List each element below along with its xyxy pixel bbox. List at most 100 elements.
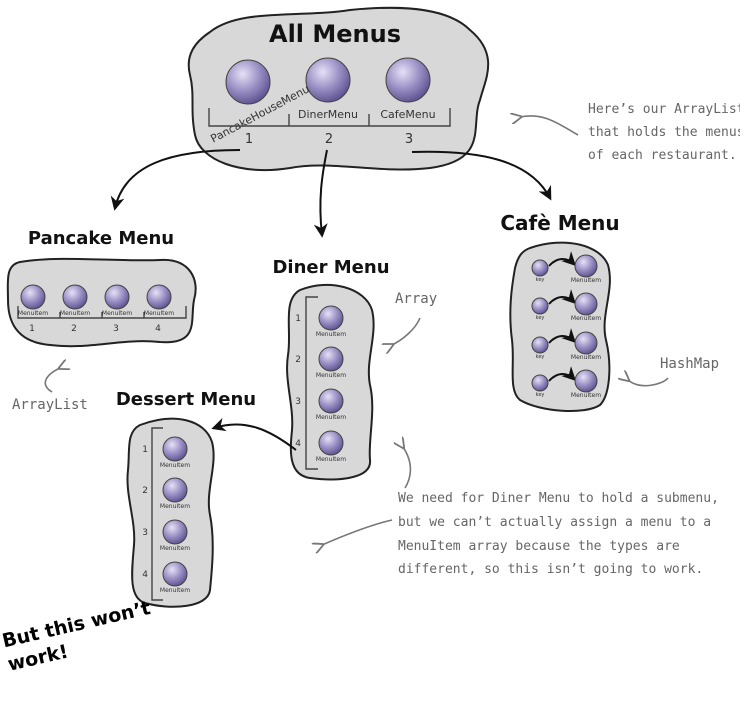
menu-item-label: MenuItem <box>316 372 346 379</box>
all-menus-item-label: DinerMenu <box>298 108 358 121</box>
menu-item-label: MenuItem <box>60 310 90 317</box>
all-menus-title: All Menus <box>269 20 401 48</box>
cafe-menu-bubble <box>385 57 431 103</box>
problem-note: We need for Diner Menu to hold a submenu… <box>322 447 719 577</box>
dessert-array-bracket <box>151 427 163 601</box>
menu-item-label: MenuItem <box>160 587 190 594</box>
dessert-menu-group: Dessert Menu MenuItem1MenuItem2MenuItem3… <box>116 389 256 608</box>
dessert-index: 4 <box>142 570 148 580</box>
all-menus-index: 2 <box>325 132 333 147</box>
menu-item-label: MenuItem <box>102 310 132 317</box>
menu-item-bubble <box>62 284 88 310</box>
diner-index: 3 <box>295 397 301 407</box>
menu-item-bubble <box>318 388 344 414</box>
hashmap-entry-arrow <box>548 328 576 344</box>
menu-item-bubble <box>162 519 188 545</box>
arraylist-note: Here’s our ArrayList that holds the menu… <box>520 102 740 163</box>
pancake-menu-blob <box>6 257 197 348</box>
arraylist-note-line: of each restaurant. <box>588 148 737 163</box>
menu-item-label: MenuItem <box>316 414 346 421</box>
menu-item-label: MenuItem <box>571 315 601 322</box>
pancake-index: 1 <box>29 324 35 334</box>
hashmap-key-label: key <box>536 392 545 398</box>
pancake-menu-group: Pancake Menu MenuItem 1 MenuItem 2 MenuItem 3… <box>6 228 197 348</box>
problem-note-arrow-left <box>322 519 393 545</box>
cafe-menu-title: Cafè Menu <box>500 211 619 235</box>
all-menus-group: All Menus PancakeHouseMenu DinerMenu Caf… <box>187 6 490 172</box>
arrow-to-pancake-menu <box>110 149 241 211</box>
arraylist-note-line: Here’s our ArrayList <box>588 102 740 117</box>
menu-item-label: MenuItem <box>571 354 601 361</box>
menu-item-label: MenuItem <box>160 503 190 510</box>
menu-item-bubble <box>162 477 188 503</box>
menu-item-bubble <box>531 259 549 277</box>
hashmap-key-label: key <box>536 277 545 283</box>
pancake-index: 2 <box>71 324 77 334</box>
pancake-index: 4 <box>155 324 161 334</box>
pancake-array-bracket <box>17 306 187 319</box>
menu-item-bubble <box>146 284 172 310</box>
arraylist-label: ArrayList <box>12 397 88 413</box>
diner-index: 4 <box>295 439 301 449</box>
diner-menu-bubble <box>305 57 351 103</box>
pancake-index: 3 <box>113 324 119 334</box>
problem-note-line: but we can’t actually assign a menu to a <box>398 515 711 530</box>
dessert-menu-title: Dessert Menu <box>116 389 256 410</box>
menu-item-bubble <box>531 336 549 354</box>
array-label-arrow <box>392 317 421 345</box>
hashmap-key-label: key <box>536 315 545 321</box>
diner-index: 1 <box>295 314 301 324</box>
menu-item-bubble <box>104 284 130 310</box>
arraylist-note-arrow <box>520 116 579 136</box>
pancake-menu-title: Pancake Menu <box>28 228 174 249</box>
menu-item-bubble <box>574 369 598 393</box>
hashmap-entry-arrow <box>548 366 576 382</box>
pancake-house-menu-bubble <box>225 59 271 105</box>
menu-item-bubble <box>318 346 344 372</box>
dessert-index: 2 <box>142 486 148 496</box>
diner-menu-title: Diner Menu <box>272 257 389 278</box>
menu-item-label: MenuItem <box>160 545 190 552</box>
dessert-index: 1 <box>142 445 148 455</box>
hashmap-label-arrow <box>628 378 669 387</box>
menu-item-label: MenuItem <box>144 310 174 317</box>
arrow-to-diner-menu <box>313 149 328 238</box>
menu-item-label: MenuItem <box>571 392 601 399</box>
menu-item-bubble <box>531 374 549 392</box>
menu-item-label: MenuItem <box>160 462 190 469</box>
all-menus-index: 3 <box>405 132 413 147</box>
arrow-to-cafe-menu <box>411 150 552 201</box>
problem-note-line: MenuItem array because the types are <box>398 539 680 554</box>
menu-item-label: MenuItem <box>18 310 48 317</box>
all-menus-array-bracket <box>208 108 451 127</box>
diner-array-bracket <box>305 296 318 470</box>
menu-item-bubble <box>531 297 549 315</box>
menu-item-bubble <box>318 305 344 331</box>
arraylist-label-arrow <box>44 368 60 393</box>
hashmap-label: HashMap <box>660 356 719 372</box>
menu-item-bubble <box>574 254 598 278</box>
problem-note-line: different, so this isn’t going to work. <box>398 562 703 577</box>
menu-item-bubble <box>20 284 46 310</box>
cafe-menu-blob <box>509 241 611 413</box>
arraylist-note-line: that holds the menus <box>588 125 740 140</box>
menu-item-label: MenuItem <box>316 331 346 338</box>
hashmap-entry-arrow <box>548 289 576 305</box>
menu-item-bubble <box>162 436 188 462</box>
problem-note-arrow-up <box>403 447 412 489</box>
hashmap-entry-arrow <box>548 251 576 267</box>
arrow-to-dessert-menu <box>211 417 297 451</box>
hashmap-key-label: key <box>536 354 545 360</box>
menu-item-bubble <box>162 561 188 587</box>
menu-item-label: MenuItem <box>316 456 346 463</box>
menu-item-label: MenuItem <box>571 277 601 284</box>
all-menus-item-label: CafeMenu <box>380 108 435 121</box>
dessert-index: 3 <box>142 528 148 538</box>
diner-menu-blob <box>286 283 375 481</box>
problem-note-line: We need for Diner Menu to hold a submenu… <box>398 491 719 506</box>
menu-item-bubble <box>574 292 598 316</box>
menu-item-bubble <box>318 430 344 456</box>
menu-item-bubble <box>574 331 598 355</box>
